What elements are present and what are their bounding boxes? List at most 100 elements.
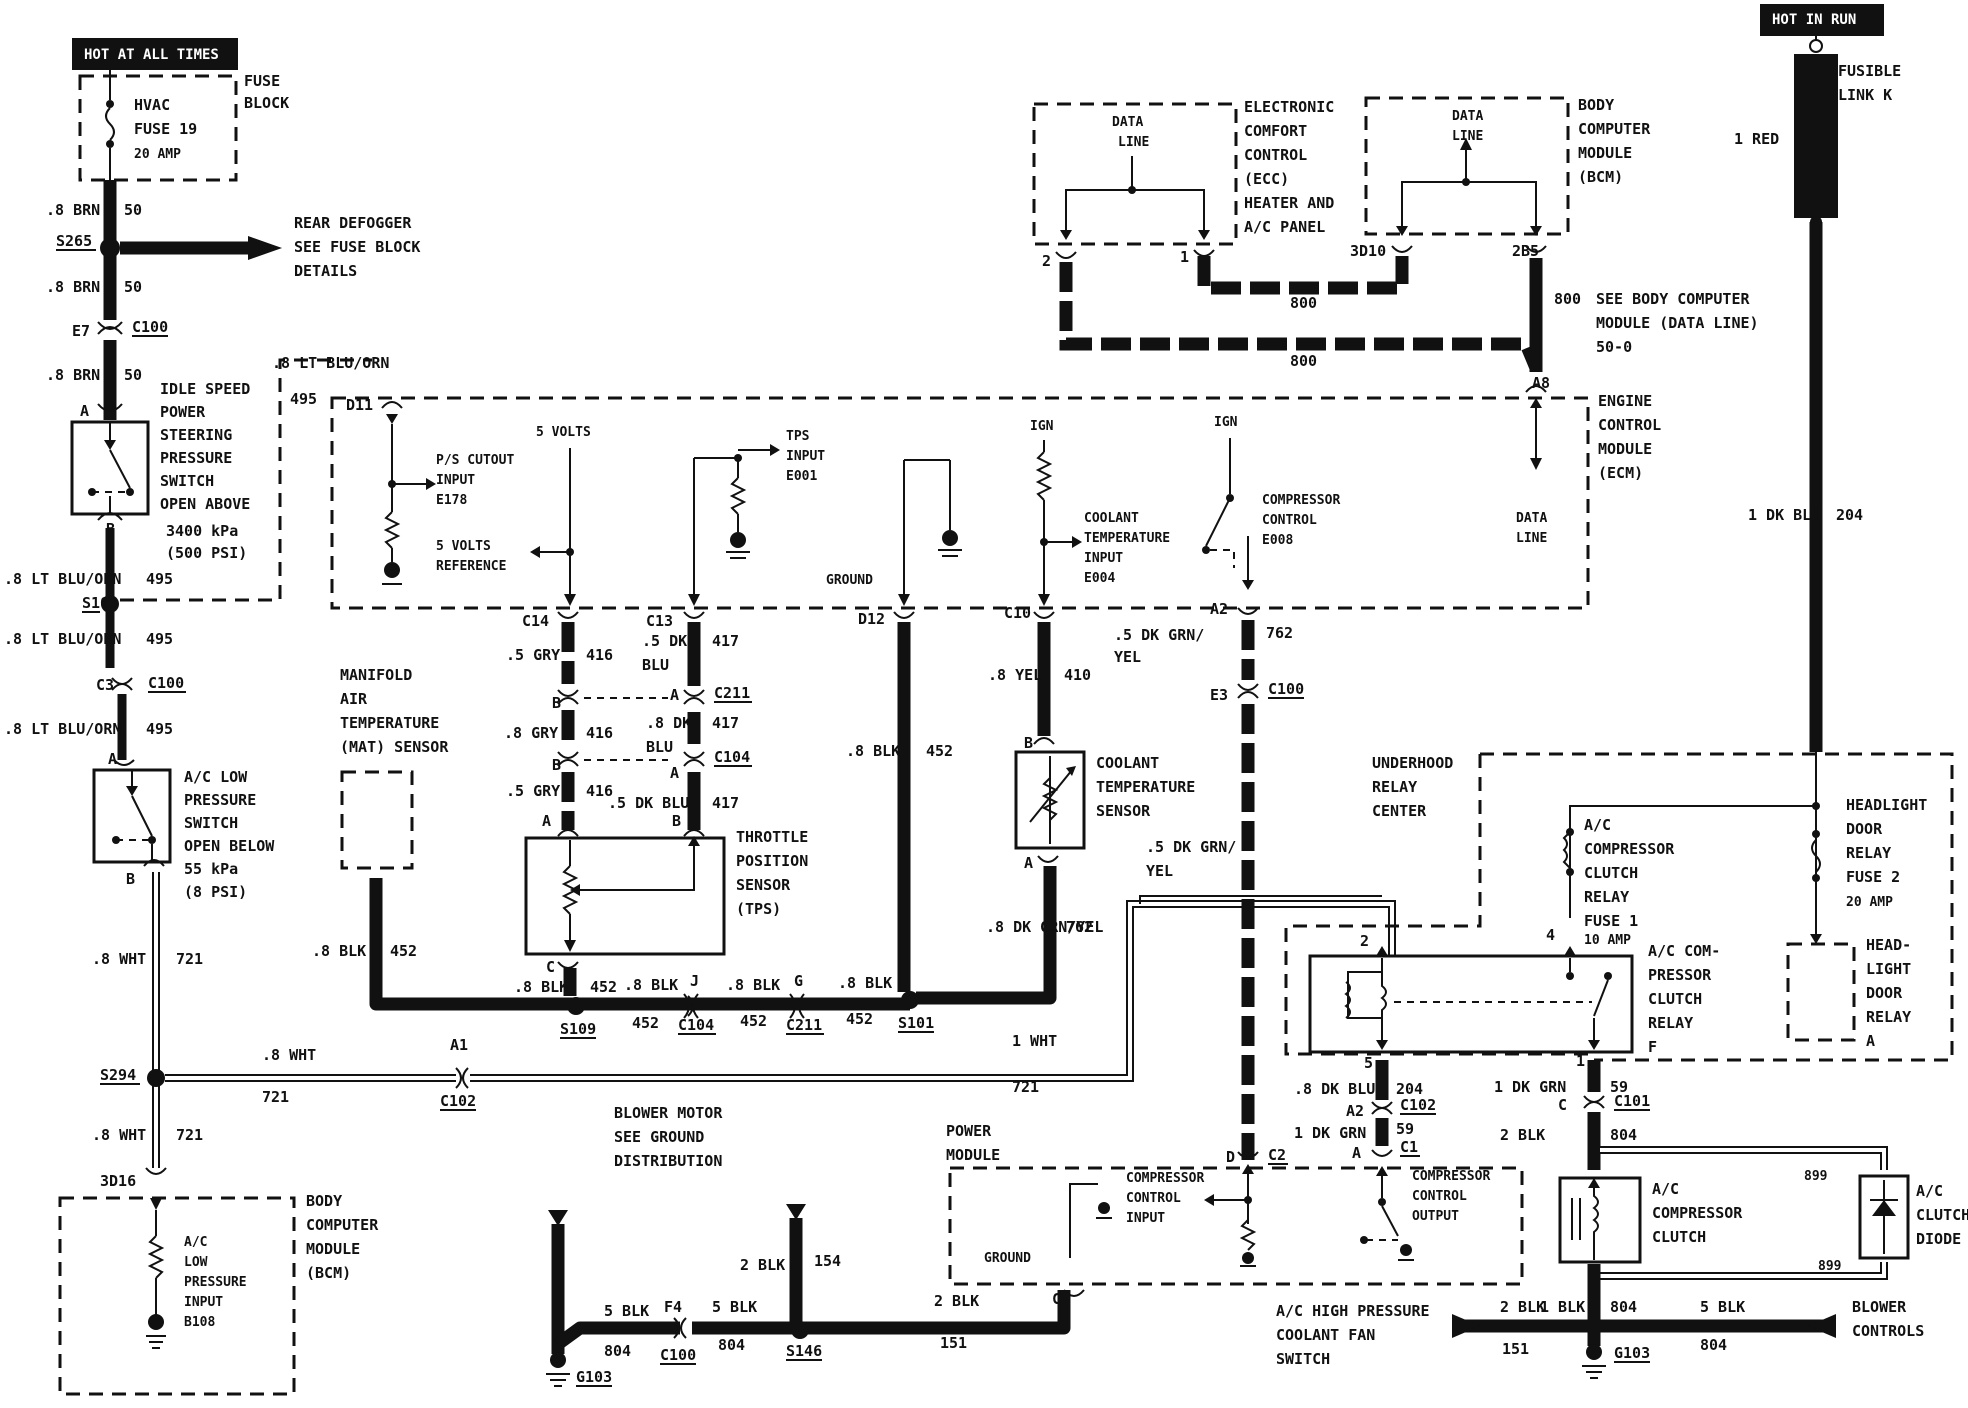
bcm-top-box bbox=[1364, 96, 1570, 236]
svg-text:.8 DK GRN/YEL: .8 DK GRN/YEL bbox=[986, 918, 1103, 936]
svg-text:804: 804 bbox=[718, 1336, 745, 1354]
svg-text:804: 804 bbox=[1700, 1336, 1727, 1354]
svg-text:10 AMP: 10 AMP bbox=[1584, 933, 1631, 948]
arrow-left-icon bbox=[1452, 1314, 1480, 1338]
svg-text:5 BLK: 5 BLK bbox=[604, 1302, 649, 1320]
svg-text:C101: C101 bbox=[1614, 1092, 1650, 1110]
svg-text:G103: G103 bbox=[576, 1368, 612, 1386]
svg-text:204: 204 bbox=[1836, 506, 1863, 524]
svg-text:1: 1 bbox=[1576, 1052, 1585, 1070]
svg-text:GROUND: GROUND bbox=[984, 1251, 1031, 1266]
svg-text:452: 452 bbox=[846, 1010, 873, 1028]
svg-text:.8 WHT: .8 WHT bbox=[262, 1046, 316, 1064]
svg-text:A: A bbox=[1024, 854, 1033, 872]
svg-text:3D10: 3D10 bbox=[1350, 242, 1386, 260]
fuse-icon bbox=[105, 107, 115, 141]
svg-text:.8 BLK: .8 BLK bbox=[514, 978, 568, 996]
hot-at-all-times-label: HOT AT ALL TIMES bbox=[84, 47, 219, 63]
splice-label: S265 bbox=[56, 232, 92, 250]
svg-text:452: 452 bbox=[590, 978, 617, 996]
svg-text:.8 BRN: .8 BRN bbox=[46, 366, 100, 384]
svg-text:G103: G103 bbox=[1614, 1344, 1650, 1362]
svg-text:GROUND: GROUND bbox=[826, 573, 873, 588]
svg-text:B: B bbox=[1024, 734, 1033, 752]
svg-text:C14: C14 bbox=[522, 612, 549, 630]
svg-text:B: B bbox=[126, 870, 135, 888]
svg-text:762: 762 bbox=[1066, 918, 1093, 936]
svg-text:A8: A8 bbox=[1532, 374, 1550, 392]
splice-s101 bbox=[901, 991, 919, 1009]
ac-compressor-clutch bbox=[1558, 1176, 1642, 1264]
svg-text:.8 WHT: .8 WHT bbox=[92, 950, 146, 968]
svg-text:416: 416 bbox=[586, 724, 613, 742]
svg-text:C104: C104 bbox=[678, 1016, 714, 1034]
wire-circuit: 50 bbox=[124, 201, 142, 219]
svg-text:2: 2 bbox=[1042, 252, 1051, 270]
ac-compressor-clutch-relay bbox=[1308, 954, 1634, 1054]
svg-text:59: 59 bbox=[1396, 1120, 1414, 1138]
svg-text:C100: C100 bbox=[132, 318, 168, 336]
svg-text:A: A bbox=[670, 686, 679, 704]
svg-text:2 BLK: 2 BLK bbox=[1500, 1126, 1545, 1144]
svg-text:A1: A1 bbox=[450, 1036, 468, 1054]
svg-text:204: 204 bbox=[1396, 1080, 1423, 1098]
svg-text:1 DK GRN: 1 DK GRN bbox=[1494, 1078, 1566, 1096]
svg-text:5 BLK: 5 BLK bbox=[1700, 1298, 1745, 1316]
svg-text:A: A bbox=[1352, 1144, 1361, 1162]
svg-text:151: 151 bbox=[940, 1334, 967, 1352]
svg-text:.8 BLK: .8 BLK bbox=[312, 942, 366, 960]
svg-text:416: 416 bbox=[586, 646, 613, 664]
svg-text:495: 495 bbox=[146, 570, 173, 588]
svg-text:C100: C100 bbox=[1268, 680, 1304, 698]
svg-text:2 BLK: 2 BLK bbox=[934, 1292, 979, 1310]
svg-text:495: 495 bbox=[290, 390, 317, 408]
svg-text:A: A bbox=[80, 402, 89, 420]
svg-text:E3: E3 bbox=[1210, 686, 1228, 704]
throttle-position-sensor bbox=[524, 836, 726, 956]
svg-text:721: 721 bbox=[1012, 1078, 1039, 1096]
svg-text:1 WHT: 1 WHT bbox=[1012, 1032, 1057, 1050]
wire-circuit: 50 bbox=[124, 278, 142, 296]
wire-gauge: .8 BRN bbox=[46, 201, 100, 219]
wire-452-ground-bus bbox=[369, 878, 910, 1011]
svg-text:E7: E7 bbox=[72, 322, 90, 340]
svg-text:S294: S294 bbox=[100, 1066, 136, 1084]
bcm-bottom bbox=[58, 1196, 296, 1396]
svg-text:B: B bbox=[552, 694, 561, 712]
svg-text:1 RED: 1 RED bbox=[1734, 130, 1779, 148]
svg-text:B: B bbox=[672, 812, 681, 830]
svg-text:495: 495 bbox=[146, 630, 173, 648]
svg-text:5: 5 bbox=[1364, 1054, 1373, 1072]
splice-s265 bbox=[100, 238, 120, 258]
svg-text:.8 BLK: .8 BLK bbox=[624, 976, 678, 994]
svg-text:417: 417 bbox=[712, 632, 739, 650]
svg-text:2 BLK: 2 BLK bbox=[1500, 1298, 1545, 1316]
hot-in-run-tag bbox=[1760, 4, 1884, 36]
svg-text:S101: S101 bbox=[898, 1014, 934, 1032]
svg-text:C211: C211 bbox=[714, 684, 750, 702]
svg-text:S103: S103 bbox=[82, 594, 118, 612]
svg-text:.8 LT BLU/ORN: .8 LT BLU/ORN bbox=[4, 720, 121, 738]
svg-text:IGN: IGN bbox=[1030, 419, 1054, 434]
svg-text:2B5: 2B5 bbox=[1512, 242, 1539, 260]
ecm-box bbox=[330, 396, 1590, 610]
svg-text:804: 804 bbox=[1610, 1298, 1637, 1316]
svg-text:2 BLK: 2 BLK bbox=[740, 1256, 785, 1274]
svg-text:762: 762 bbox=[1266, 624, 1293, 642]
svg-text:721: 721 bbox=[176, 950, 203, 968]
